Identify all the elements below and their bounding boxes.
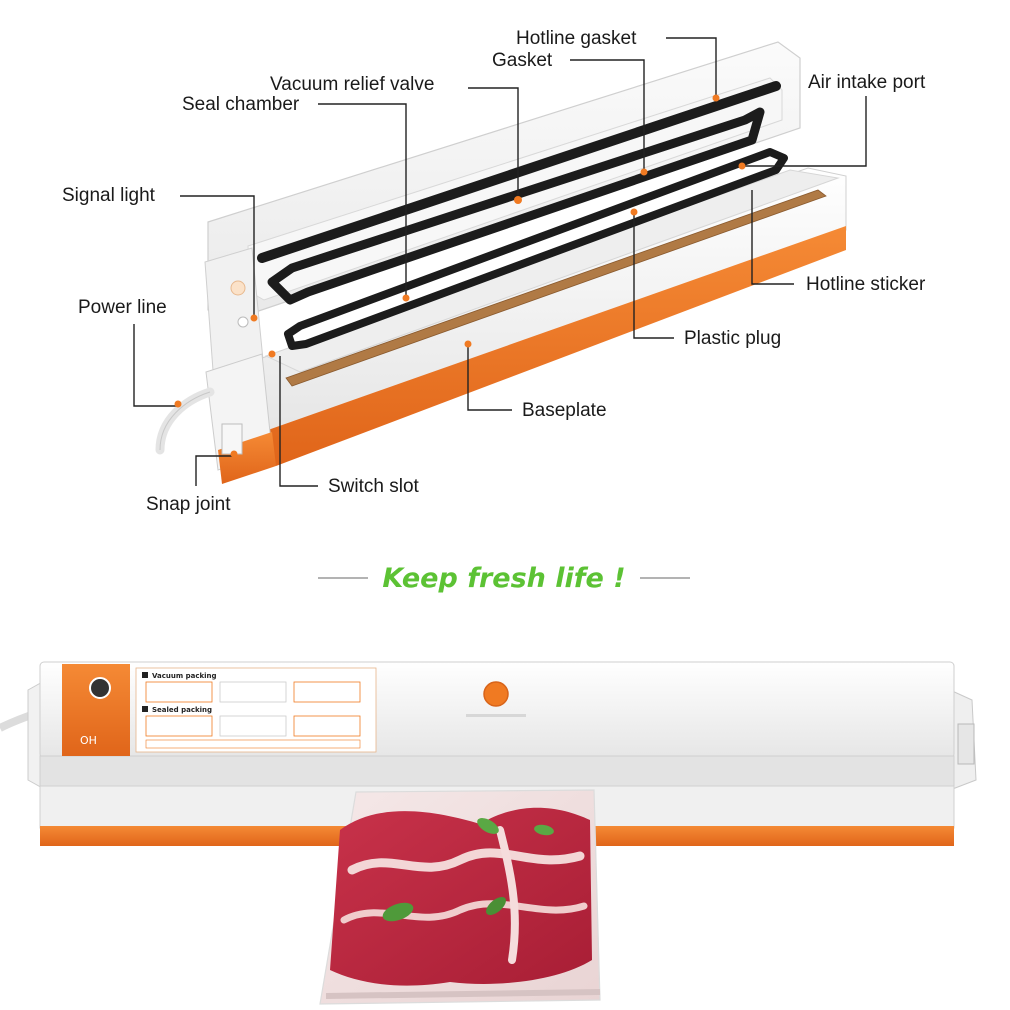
- signal-light-icon: [230, 280, 246, 296]
- dial-icon: [89, 677, 111, 699]
- label-plastic-plug: Plastic plug: [684, 328, 781, 349]
- callout-lines: [133, 37, 867, 487]
- right-latch: [957, 723, 975, 765]
- gasket-lower: [284, 148, 788, 350]
- left-end-orange: [218, 432, 276, 484]
- power-cord: [155, 387, 215, 455]
- label-signal-light: Signal light: [62, 185, 156, 206]
- hotline-gasket: [257, 81, 781, 263]
- hotline-sticker: [285, 189, 827, 387]
- herb-leaf: [534, 824, 554, 836]
- orange-base-strip: [268, 226, 846, 466]
- tagline-group: Keep fresh life !: [318, 563, 690, 594]
- vacuum-bag: [319, 789, 601, 1005]
- label-seal-chamber: Seal chamber: [182, 94, 300, 115]
- herb-leaf: [477, 818, 499, 834]
- meat: [330, 807, 592, 986]
- panel-brand: OH: [80, 734, 97, 747]
- vacuum-release-button[interactable]: [483, 681, 509, 707]
- instruction-panel: Vacuum packing Sealed packing: [135, 667, 377, 753]
- open-sealer-illustration: [155, 41, 847, 484]
- button-icon: [237, 316, 249, 328]
- label-hotline-gasket: Hotline gasket: [516, 28, 637, 49]
- label-hotline-sticker: Hotline sticker: [806, 274, 926, 295]
- label-air-intake-port: Air intake port: [808, 72, 926, 93]
- label-vacuum-relief-valve: Vacuum relief valve: [270, 74, 434, 95]
- button-caption: [466, 714, 526, 717]
- instruction-title-sealed: Sealed packing: [152, 706, 212, 714]
- label-baseplate: Baseplate: [522, 400, 607, 421]
- herb-leaf: [486, 897, 506, 915]
- label-switch-slot: Switch slot: [328, 476, 420, 497]
- callout-labels: Hotline gasket Gasket Vacuum relief valv…: [62, 28, 926, 515]
- snap-joint-part: [221, 423, 243, 455]
- closed-sealer-illustration: OH Vacuum packing Sealed packing: [0, 661, 977, 1005]
- instruction-title-vacuum: Vacuum packing: [152, 672, 217, 680]
- lid-seam: [39, 755, 955, 787]
- tagline: Keep fresh life !: [382, 563, 625, 594]
- label-gasket: Gasket: [492, 50, 553, 71]
- herb-leaf: [382, 902, 414, 922]
- label-power-line: Power line: [78, 297, 167, 318]
- label-snap-joint: Snap joint: [146, 494, 231, 515]
- gasket-upper: [267, 107, 765, 305]
